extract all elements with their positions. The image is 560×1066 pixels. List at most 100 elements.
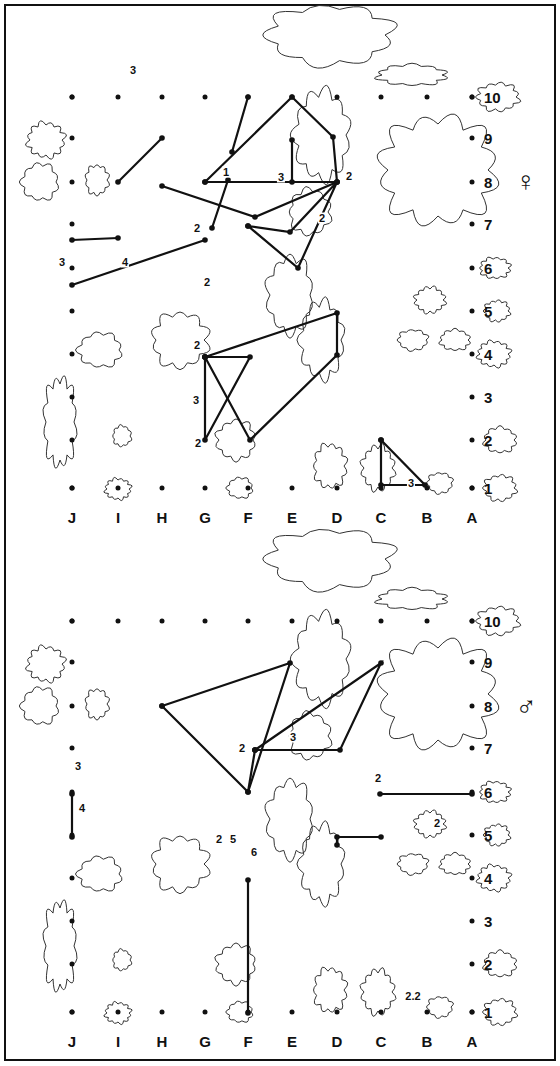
grid-point [70, 704, 75, 709]
grid-number: 9 [484, 131, 492, 146]
grid-point [246, 619, 251, 624]
grid-point [70, 266, 75, 271]
grid-point [70, 876, 75, 881]
grid-point [470, 1010, 475, 1015]
location-point [378, 834, 384, 840]
shrub-outline [427, 473, 454, 495]
shrub-outline [265, 778, 312, 862]
grid-point [470, 486, 475, 491]
shrub-outline [152, 312, 210, 370]
location-point [202, 179, 208, 185]
grid-point [470, 660, 475, 665]
grid-point [70, 309, 75, 314]
location-point [334, 179, 340, 185]
grid-point [70, 746, 75, 751]
grid-letter: I [116, 510, 120, 525]
visit-count: 3 [74, 761, 82, 772]
location-point [115, 179, 121, 185]
shrub-outline [265, 254, 312, 338]
grid-point [470, 222, 475, 227]
grid-point [160, 619, 165, 624]
visit-count: 5 [229, 834, 237, 845]
grid-point [470, 136, 475, 141]
location-point [245, 223, 251, 229]
grid-number: 5 [484, 828, 492, 843]
shrub-outline [374, 63, 447, 85]
grid-point [70, 352, 75, 357]
grid-number: 3 [484, 390, 492, 405]
grid-point [70, 486, 75, 491]
location-point [202, 437, 208, 443]
grid-letter: C [376, 510, 387, 525]
location-point [247, 437, 253, 443]
shrub-outline [263, 529, 398, 592]
grid-point [70, 919, 75, 924]
shrub-outline [290, 609, 351, 708]
movement-path [72, 240, 205, 285]
shrub-outline [104, 477, 132, 500]
shrub-outline [377, 114, 499, 226]
shrub-outline [113, 949, 132, 971]
location-point [295, 265, 301, 271]
location-point [245, 877, 251, 883]
location-point [247, 354, 253, 360]
location-point [202, 237, 208, 243]
grid-point [70, 486, 75, 491]
location-point [69, 791, 75, 797]
grid-point [70, 180, 75, 185]
grid-number: 9 [484, 655, 492, 670]
visit-count: 3 [129, 65, 137, 76]
movement-path [255, 663, 381, 750]
grid-point [203, 619, 208, 624]
location-point [159, 703, 165, 709]
visit-count: 4 [121, 257, 129, 268]
grid-number: 6 [484, 785, 492, 800]
movement-path [118, 138, 162, 182]
grid-point [379, 619, 384, 624]
grid-letter: E [287, 1034, 297, 1049]
movement-path [248, 182, 337, 268]
grid-letter: B [422, 1034, 433, 1049]
location-point [69, 282, 75, 288]
location-point [229, 149, 235, 155]
grid-point [379, 1010, 384, 1015]
location-point [334, 352, 340, 358]
shrub-outline [483, 824, 511, 846]
location-point [245, 1010, 251, 1016]
shrub-outline [43, 376, 77, 468]
movement-path [205, 313, 337, 440]
grid-point [70, 1010, 75, 1015]
grid-point [116, 486, 121, 491]
grid-point [160, 1010, 165, 1015]
location-point [252, 747, 258, 753]
shrub-outline [413, 810, 446, 838]
grid-point [70, 1010, 75, 1015]
grid-point [203, 1010, 208, 1015]
grid-letter: H [157, 510, 168, 525]
grid-point [203, 95, 208, 100]
grid-point [70, 222, 75, 227]
movement-path [72, 238, 118, 240]
location-point [334, 179, 340, 185]
grid-point [470, 1010, 475, 1015]
shrub-outline [482, 426, 516, 453]
grid-point [470, 352, 475, 357]
grid-number: 7 [484, 741, 492, 756]
shrub-outline [480, 781, 512, 802]
movement-path [71, 794, 73, 837]
movement-path [205, 97, 337, 182]
grid-letter: F [243, 1034, 252, 1049]
shrub-outline [113, 425, 132, 447]
grid-letter: A [467, 1034, 478, 1049]
grid-letter: B [422, 510, 433, 525]
movement-path [381, 440, 425, 485]
grid-letter: J [68, 1034, 76, 1049]
shrub-outline [104, 1001, 132, 1024]
location-point [289, 94, 295, 100]
location-point [245, 223, 251, 229]
grid-number: 5 [484, 304, 492, 319]
shrub-outline [314, 443, 348, 488]
frame [5, 5, 555, 1060]
grid-point [470, 180, 475, 185]
